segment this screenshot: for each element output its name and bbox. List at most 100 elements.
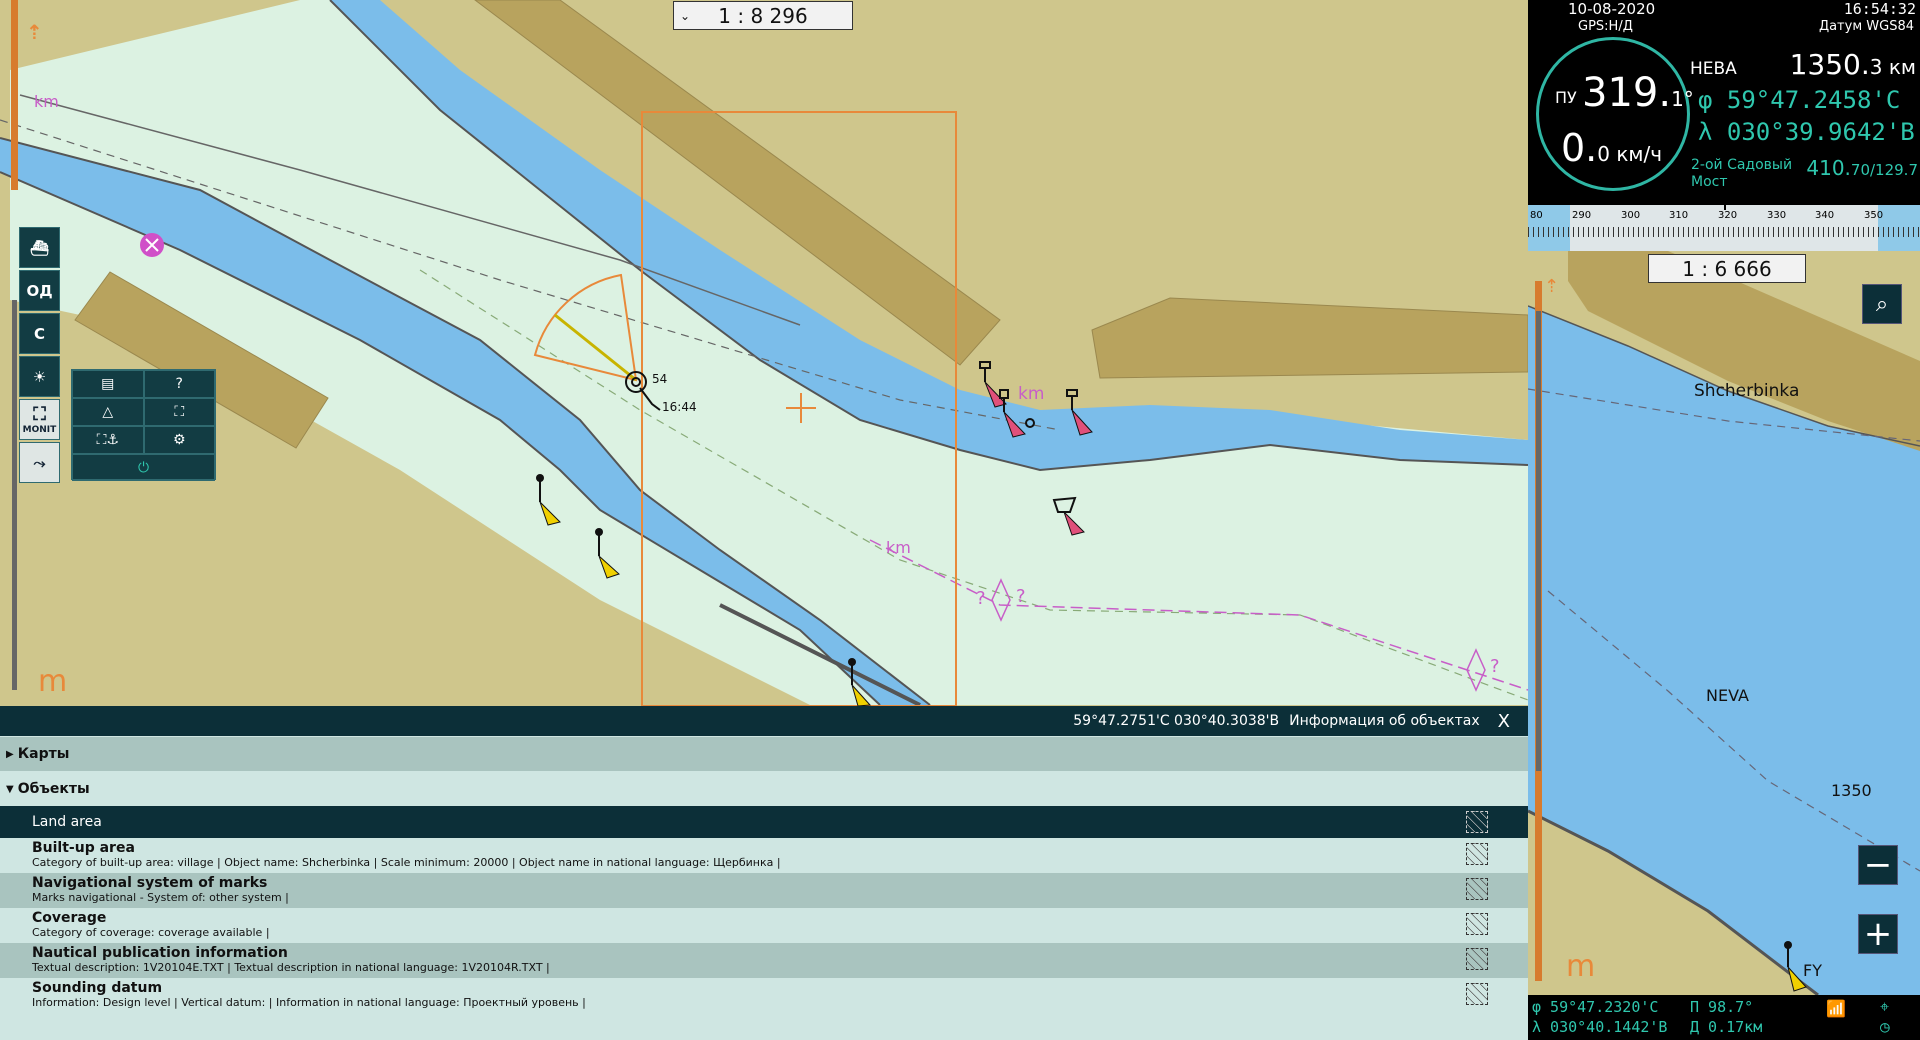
buoy-red-2 (999, 389, 1026, 438)
object-desc: Information: Design level | Vertical dat… (32, 996, 586, 1009)
bank-line (719, 603, 921, 706)
buoy-yellow-2 (595, 528, 620, 579)
list-button[interactable]: ▤ (72, 370, 144, 398)
object-desc: Textual description: 1V20104E.TXT | Text… (32, 961, 550, 974)
hatch-icon (1466, 878, 1488, 900)
triangle-icon: △ (102, 404, 114, 420)
help-button[interactable]: ? (143, 370, 215, 398)
compass-tick: 330 (1767, 210, 1787, 221)
route-line-3 (419, 269, 1528, 701)
overview-chart-canvas[interactable] (1528, 251, 1920, 995)
power-button[interactable]: ⏻ (72, 454, 215, 481)
next-bridge: 2-ой Садовый Мост (1691, 157, 1793, 190)
object-row[interactable]: Built-up area Category of built-up area:… (0, 838, 1528, 873)
river-label: NEVA (1706, 686, 1749, 705)
od-button[interactable]: ОД (19, 270, 60, 311)
hatch-icon (1466, 811, 1488, 833)
shoreline-1 (0, 137, 931, 706)
buoy-yellow-3 (848, 658, 872, 706)
river-name: НЕВА (1690, 59, 1737, 79)
dist-dec: 70/129.7 (1850, 161, 1918, 179)
buoy-yellow-1 (536, 474, 561, 526)
route-button[interactable]: ⤳ (19, 442, 60, 483)
object-info-panel: 59°47.2751'С 030°40.3038'В Информация об… (0, 706, 1528, 1040)
cursor-latitude: φ 59°47.2320'С (1532, 998, 1659, 1016)
overview-meters-label: m (1566, 949, 1596, 984)
distance-value: Д 0.17км (1690, 1018, 1763, 1036)
km-mark-label: 1350 (1831, 781, 1872, 800)
navigation-panel: 10-08-2020 16:54:32 GPS:Н/Д Датум WGS84 … (1528, 0, 1920, 200)
heading-int: 319. (1582, 70, 1672, 116)
shoreline-2 (0, 171, 881, 706)
ship-heading (554, 313, 637, 382)
bridge-distance: 410.70/129.7 (1806, 156, 1918, 180)
main-chart-view[interactable]: ⇡ km km km 54 16:44 ? ? ? m ⌄ 1 : 8 296 … (0, 0, 1528, 706)
c-button[interactable]: С (19, 313, 60, 354)
zoom-in-button[interactable]: + (1858, 914, 1898, 954)
monit-button[interactable]: ⛶MONIT (19, 399, 60, 440)
speed-int: 0. (1561, 126, 1598, 170)
list-icon: ▤ (101, 376, 115, 392)
overview-scale-selector[interactable]: 1 : 6 666 (1648, 254, 1806, 283)
object-row[interactable]: Sounding datum Information: Design level… (0, 978, 1528, 1013)
overview-chart-view[interactable]: ⇡ Shcherbinka NEVA 1350 FY m (1528, 251, 1920, 995)
zoom-out-button[interactable]: − (1858, 845, 1898, 885)
settings-button[interactable]: ⚙ (143, 426, 215, 454)
main-chart-canvas[interactable] (0, 0, 1528, 706)
object-row[interactable]: Coverage Category of coverage: coverage … (0, 908, 1528, 943)
buoy-red-3 (1066, 389, 1093, 436)
group-objects[interactable]: ▼Объекты (0, 771, 1528, 806)
compass-tick: 320 (1718, 210, 1738, 221)
object-row[interactable]: Navigational system of marks Marks navig… (0, 873, 1528, 908)
ship-view-button[interactable]: ⛴ (19, 227, 60, 268)
day-night-button[interactable]: ☀ (19, 356, 60, 397)
chevron-down-icon[interactable]: ⌄ (680, 9, 691, 23)
overview-built-up (1568, 251, 1920, 451)
overview-river (1528, 306, 1920, 995)
object-row-selected[interactable]: Land area (0, 806, 1528, 838)
heading-value: 319.1° (1582, 70, 1694, 116)
object-title: Sounding datum (32, 980, 163, 996)
diamond-mark-2 (1466, 648, 1486, 692)
north-arrow-icon: ⇡ (1544, 276, 1560, 297)
chart-button[interactable]: ⛶ (143, 398, 215, 426)
group-charts[interactable]: ▶Карты (0, 736, 1528, 771)
compass-ticks (1528, 227, 1920, 237)
close-button[interactable]: X (1497, 710, 1510, 732)
built-up-1 (74, 271, 329, 449)
clock-icon[interactable]: ◷ (1880, 1017, 1890, 1036)
ship-position (625, 371, 647, 393)
compass-tick: 300 (1621, 210, 1641, 221)
overview-shore-1 (1528, 305, 1920, 447)
layers-button[interactable]: ⛶⚓ (72, 426, 144, 454)
buoy-red-4 (1052, 496, 1085, 536)
heading-dec: 1° (1671, 87, 1694, 111)
monit-label: MONIT (22, 425, 57, 435)
scale-bar-grey (12, 300, 17, 690)
meters-unit-label: m (38, 664, 68, 699)
scale-bar-orange (11, 0, 18, 190)
search-button[interactable]: ⌕ (1862, 284, 1902, 324)
compass-tick: 310 (1669, 210, 1689, 221)
overview-route (1528, 388, 1920, 442)
main-scale-value: 1 : 8 296 (718, 4, 808, 28)
route-line-2 (0, 119, 1061, 431)
triangle-button[interactable]: △ (72, 398, 144, 426)
cursor-coordinates: 59°47.2751'С 030°40.3038'В (1073, 713, 1280, 729)
target-icon[interactable]: ⌖ (1880, 997, 1890, 1016)
ship-latitude: φ 59°47.2458'С (1698, 86, 1901, 114)
qmark-label-2: ? (1016, 586, 1026, 607)
chart-icon: ⛶ (174, 404, 185, 420)
info-header: 59°47.2751'С 030°40.3038'В Информация об… (0, 706, 1528, 736)
object-desc: Marks navigational - System of: other sy… (32, 891, 289, 904)
fy-label: FY (1803, 961, 1822, 980)
object-title: Coverage (32, 910, 107, 926)
time: 16:54:32 (1843, 0, 1916, 18)
info-title: Информация об объектах (1289, 713, 1480, 729)
compass-tick: 340 (1815, 210, 1835, 221)
object-title: Navigational system of marks (32, 875, 268, 891)
object-row[interactable]: Nautical publication information Textual… (0, 943, 1528, 978)
object-desc: Category of built-up area: village | Obj… (32, 856, 781, 869)
main-scale-selector[interactable]: ⌄ 1 : 8 296 (673, 1, 853, 30)
